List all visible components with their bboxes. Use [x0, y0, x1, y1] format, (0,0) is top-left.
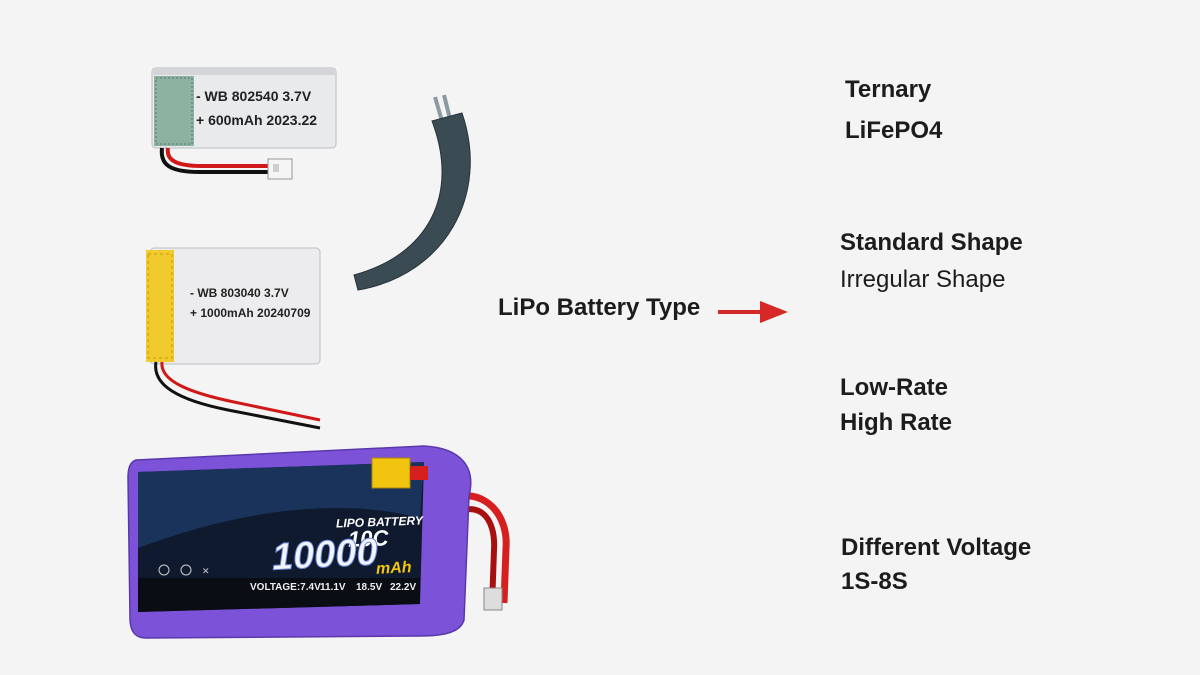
svg-text:✕: ✕: [202, 566, 210, 576]
medium-cell-line2: + 1000mAh 20240709: [190, 306, 311, 320]
purple-battery-pack: ✕: [127, 445, 510, 639]
center-label: LiPo Battery Type: [498, 294, 701, 321]
small-lipo-cell: [151, 67, 337, 180]
right-arrow-icon: [718, 301, 788, 323]
category-shape-line2: Irregular Shape: [840, 266, 1006, 293]
pack-voltage-option-1: 11.1V: [320, 582, 346, 593]
medium-cell-line1: - WB 803040 3.7V: [190, 286, 289, 300]
medium-lipo-cell: [146, 247, 321, 430]
pack-capacity: 10000: [270, 531, 379, 579]
curved-lipo-cell: [353, 94, 471, 291]
category-voltage-line1: Different Voltage: [841, 534, 1032, 561]
small-cell-line2: + 600mAh 2023.22: [196, 112, 318, 128]
pack-voltage-option-2: 18.5V: [356, 582, 383, 593]
small-cell-line1: - WB 802540 3.7V: [196, 88, 312, 104]
pack-voltage-option-3: 22.2V: [390, 582, 417, 593]
category-rate-line2: High Rate: [840, 409, 953, 436]
category-rate-line1: Low-Rate: [840, 374, 948, 401]
category-chemistry-line1: Ternary: [845, 76, 932, 103]
pack-voltage-label: VOLTAGE:7.4V: [250, 582, 321, 593]
category-shape-line1: Standard Shape: [840, 229, 1023, 256]
category-voltage-line2: 1S-8S: [841, 568, 908, 595]
category-chemistry-line2: LiFePO4: [845, 117, 943, 144]
pack-unit: mAh: [375, 559, 412, 578]
